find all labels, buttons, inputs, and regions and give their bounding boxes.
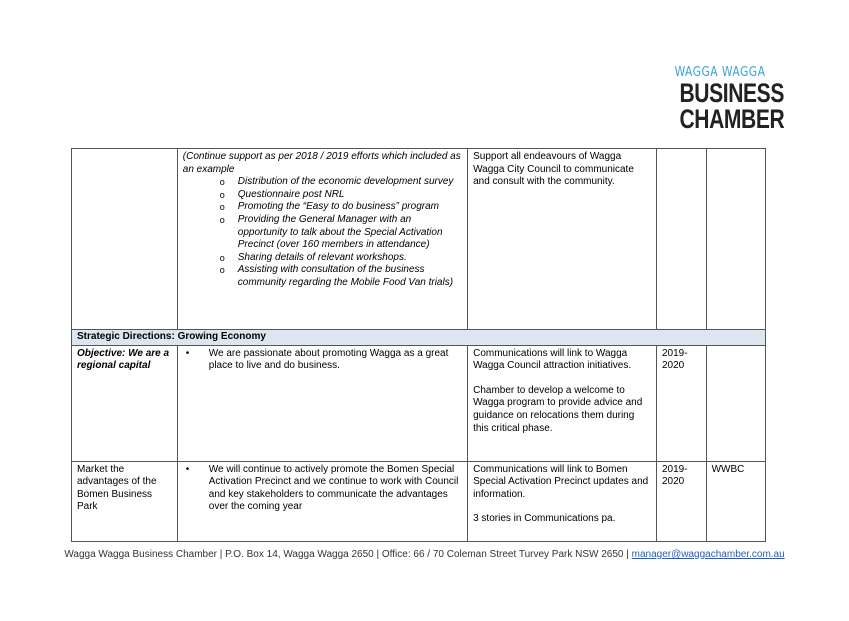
example-list: Distribution of the economic development… [183, 176, 462, 289]
comm-line-2: 3 stories in Communications pa. [473, 513, 616, 525]
responsibility-cell [705, 148, 767, 330]
logo-line2: CHAMBER [679, 104, 785, 134]
responsibility-cell [705, 344, 767, 462]
communication-cell: Communications will link to Bomen Specia… [467, 460, 657, 542]
footer-email-link[interactable]: manager@waggachamber.com.au [631, 549, 785, 560]
list-item: We will continue to actively promote the… [183, 464, 462, 514]
list-item: Questionnaire post NRL [220, 189, 462, 202]
table-row-continue: (Continue support as per 2018 / 2019 eff… [71, 148, 767, 330]
action-cell: We will continue to actively promote the… [176, 460, 469, 542]
timeframe-cell: 2019-2020 [655, 460, 707, 542]
section-title: Strategic Directions: Growing Economy [71, 329, 766, 346]
footer-address: Wagga Wagga Business Chamber | P.O. Box … [64, 549, 632, 560]
list-item: Assisting with consultation of the busin… [220, 264, 462, 289]
table-row-bomen: Market the advantages of the Bomen Busin… [71, 460, 767, 542]
logo-line1: BUSINESS [679, 78, 784, 108]
objective-cell: Market the advantages of the Bomen Busin… [71, 460, 178, 542]
objective-cell [71, 148, 178, 330]
objective-cell: Objective: We are a regional capital [71, 344, 178, 462]
list-item: Distribution of the economic development… [220, 176, 462, 189]
chamber-logo: WAGGA WAGGA BUSINESS CHAMBER [668, 65, 785, 134]
comm-line-2: Chamber to develop a welcome to Wagga pr… [473, 384, 643, 434]
responsibility-cell: WWBC [705, 460, 767, 542]
timeframe-cell: 2019-2020 [655, 344, 707, 462]
strategy-table: (Continue support as per 2018 / 2019 eff… [71, 148, 767, 542]
communication-cell: Support all endeavours of Wagga Wagga Ci… [467, 148, 657, 330]
action-list: We are passionate about promoting Wagga … [183, 348, 462, 373]
table-row-capital: Objective: We are a regional capital We … [71, 344, 767, 462]
list-item: Promoting the “Easy to do business” prog… [220, 201, 462, 214]
comm-line-1: Communications will link to Bomen Specia… [473, 463, 649, 500]
list-item: Sharing details of relevant workshops. [220, 252, 462, 265]
communication-cell: Communications will link to Wagga Wagga … [467, 344, 657, 462]
continue-intro: (Continue support as per 2018 / 2019 eff… [182, 151, 461, 175]
action-cell: We are passionate about promoting Wagga … [176, 344, 469, 462]
logo-top-text: WAGGA WAGGA [674, 65, 766, 80]
list-item: Providing the General Manager with an op… [220, 214, 462, 252]
action-cell: (Continue support as per 2018 / 2019 eff… [176, 148, 469, 330]
action-list: We will continue to actively promote the… [183, 464, 462, 514]
section-header-row: Strategic Directions: Growing Economy [71, 329, 766, 346]
comm-line-1: Communications will link to Wagga Wagga … [473, 347, 632, 372]
timeframe-cell [655, 148, 707, 330]
page-footer: Wagga Wagga Business Chamber | P.O. Box … [0, 549, 849, 560]
list-item: We are passionate about promoting Wagga … [183, 348, 462, 373]
